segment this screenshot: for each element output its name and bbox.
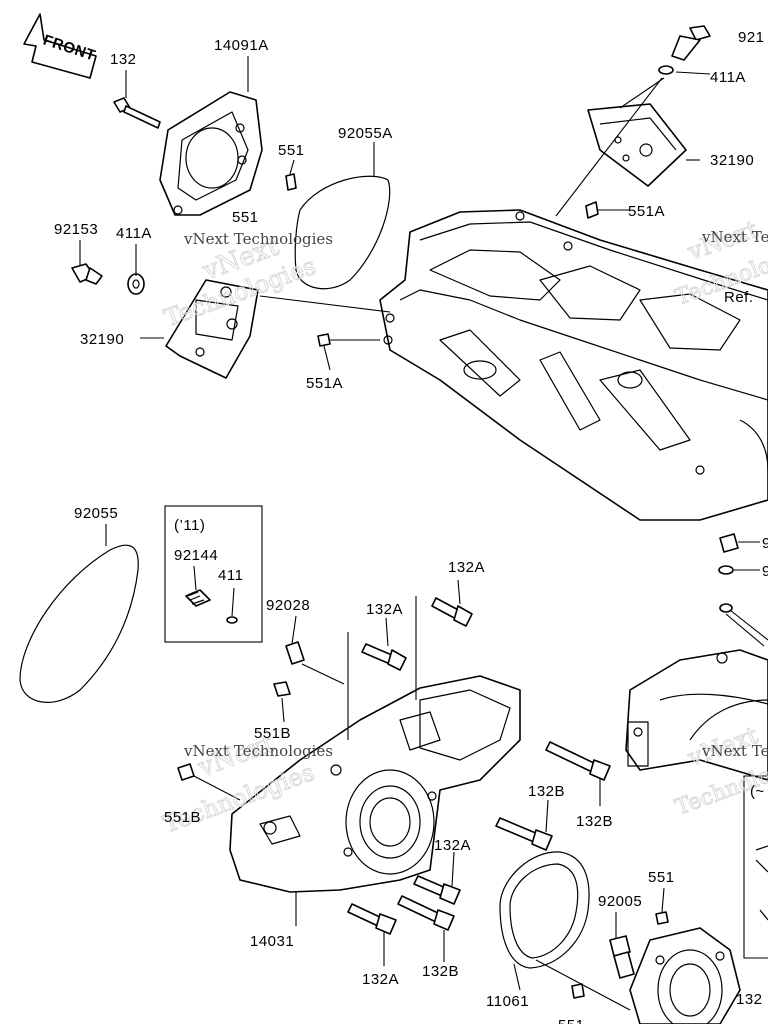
pin-551b-2: [177, 763, 195, 781]
label-132b-3: 132B: [422, 963, 459, 980]
pin-551b-1: [273, 681, 291, 697]
label-551-bottom: 551: [648, 869, 675, 886]
right-bolt-top: [719, 533, 760, 553]
inset-year: (’11): [174, 517, 205, 534]
inset-box: [164, 505, 263, 643]
label-92144: 92144: [174, 547, 218, 564]
label-132a-1: 132A: [448, 559, 485, 576]
washer-411a-left: [127, 273, 145, 295]
bolt-921: [671, 25, 711, 61]
label-14031: 14031: [250, 933, 294, 950]
label-551-cut: 551: [558, 1017, 585, 1024]
oring-92055: [19, 544, 139, 703]
cover-14091a: [159, 91, 263, 216]
label-551b-1: 551B: [254, 725, 291, 742]
right-washer: [718, 565, 734, 575]
bolt-132a-2: [361, 617, 407, 671]
pin-551a: [317, 333, 331, 347]
label-92055: 92055: [74, 505, 118, 522]
label-551-mid: 551: [232, 209, 259, 226]
label-411: 411: [218, 567, 243, 584]
label-921: 921: [738, 29, 765, 46]
label-411a-left: 411A: [116, 225, 152, 242]
label-132-cut: 132: [736, 991, 763, 1008]
right-inset-box: [743, 775, 768, 959]
label-92005: 92005: [598, 893, 642, 910]
label-551a-right: 551A: [628, 203, 665, 220]
svg-text:vNext Technologies: vNext Technologies: [183, 230, 333, 248]
housing-14031: [229, 596, 521, 926]
label-551a-mid: 551A: [306, 375, 343, 392]
bolt-132b-1: [545, 741, 611, 806]
label-551-top: 551: [278, 142, 305, 159]
bolt-132a-3: [413, 851, 461, 905]
label-92055a: 92055A: [338, 125, 393, 142]
pin-551-bottom: [655, 911, 669, 925]
bolt-132b-3: [397, 895, 455, 962]
label-tilde: (~: [750, 783, 765, 800]
bolt-132a-1: [431, 579, 473, 627]
plug-92028: [285, 615, 345, 685]
label-132a-2: 132A: [366, 601, 403, 618]
pump-housing: [629, 927, 741, 1024]
label-9-cut1: 9: [762, 535, 768, 552]
right-cover-part: [625, 649, 768, 781]
bracket-32190-right: [587, 103, 687, 187]
front-arrow: FRONT: [23, 13, 98, 79]
gasket-11061: [499, 851, 631, 1011]
leader-lines: [79, 56, 711, 546]
washer-411a-top: [658, 65, 674, 75]
label-92028: 92028: [266, 597, 310, 614]
bolt-132a-4: [347, 903, 397, 966]
label-551b-2: 551B: [164, 809, 201, 826]
bracket-32190-left: [165, 279, 259, 379]
fitting-92005: [609, 912, 635, 979]
label-411a-top: 411A: [710, 69, 746, 86]
pin-551: [285, 173, 297, 191]
svg-text:vNext Technologies: vNext Technologies: [701, 742, 768, 760]
label-11061: 11061: [486, 993, 529, 1010]
label-132a-3: 132A: [434, 837, 471, 854]
label-132a-4: 132A: [362, 971, 399, 988]
label-132-top: 132: [110, 51, 137, 68]
label-9-cut2: 9: [762, 563, 768, 580]
label-32190-left: 32190: [80, 331, 124, 348]
plug-92153: [71, 263, 103, 285]
right-rod: [719, 603, 768, 647]
label-14091a: 14091A: [214, 37, 269, 54]
svg-text:vNext Technologies: vNext Technologies: [701, 228, 768, 246]
pin-551a-right: [585, 201, 599, 219]
label-132b-1: 132B: [528, 783, 565, 800]
bolt-132: [113, 97, 161, 129]
pin-551-cut: [571, 983, 585, 999]
oring-92055a: [294, 175, 391, 290]
label-ref: Ref.: [724, 289, 754, 306]
crankcase: [379, 209, 768, 521]
label-32190-right: 32190: [710, 152, 754, 169]
label-92153: 92153: [54, 221, 98, 238]
bolt-132b-2: [495, 799, 553, 851]
svg-text:vNext Technologies: vNext Technologies: [183, 742, 333, 760]
label-132b-2: 132B: [576, 813, 613, 830]
part-labels: 921 411A 32190 551A 132 14091A 551 92055…: [54, 29, 768, 1024]
